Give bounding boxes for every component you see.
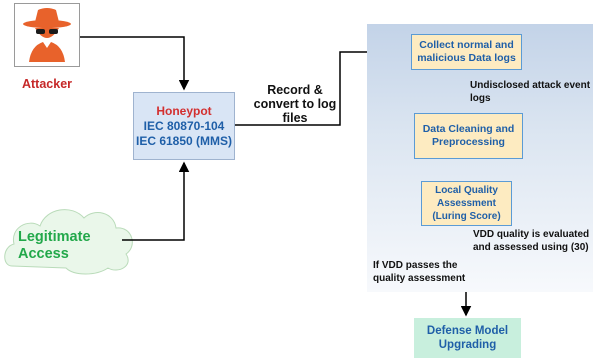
defense-model-box: Defense Model Upgrading — [414, 318, 521, 358]
record-label-line-3: files — [282, 111, 308, 125]
collect-line-2: malicious Data logs — [417, 52, 516, 64]
collect-logs-box: Collect normal and malicious Data logs — [411, 34, 522, 70]
quality-line-3: (Luring Score) — [432, 211, 501, 222]
record-convert-label: Record & convert to log files — [248, 83, 342, 125]
attacker-to-honeypot-arrow — [80, 36, 190, 91]
cloud-shape — [4, 209, 133, 275]
cleaning-line-2: Preprocessing — [432, 136, 505, 148]
collect-line-1: Collect normal and — [419, 39, 514, 51]
quality-assessment-box: Local Quality Assessment (Luring Score) — [421, 181, 512, 226]
legitimate-access-label: Legitimate Access — [18, 229, 91, 263]
attacker-label: Attacker — [21, 77, 73, 91]
cleaning-line-1: Data Cleaning and — [422, 123, 515, 135]
undisclosed-line-1: Undisclosed attack event — [470, 80, 591, 91]
honeypot-box: Honeypot IEC 80870-104 IEC 61850 (MMS) — [133, 92, 235, 160]
attacker-box — [14, 3, 80, 67]
spy-icon — [23, 8, 71, 62]
legitimate-line-1: Legitimate — [18, 229, 91, 245]
legitimate-to-honeypot-arrow — [122, 161, 190, 241]
quality-line-1: Local Quality — [435, 185, 498, 196]
defense-line-2: Upgrading — [438, 339, 497, 351]
quality-line-2: Assessment — [437, 198, 496, 209]
honeypot-protocol-2: IEC 61850 (MMS) — [135, 133, 233, 148]
undisclosed-logs-label: Undisclosed attack event logs — [470, 80, 590, 105]
vdd-evaluation-label: VDD quality is evaluated and assessed us… — [473, 229, 589, 254]
vdd-pass-line-1: If VDD passes the — [373, 260, 458, 271]
legitimate-line-2: Access — [18, 246, 69, 262]
vdd-eval-line-1: VDD quality is evaluated — [473, 229, 590, 240]
vdd-pass-label: If VDD passes the quality assessment — [373, 260, 465, 285]
data-cleaning-box: Data Cleaning and Preprocessing — [414, 113, 523, 159]
record-label-line-1: Record & — [267, 83, 323, 97]
undisclosed-line-2: logs — [470, 92, 491, 104]
honeypot-protocol-1: IEC 80870-104 — [143, 118, 225, 133]
vdd-eval-line-2: and assessed using (30) — [473, 241, 589, 253]
honeypot-title: Honeypot — [156, 103, 212, 118]
record-label-line-2: convert to log — [253, 97, 337, 111]
defense-line-1: Defense Model — [426, 325, 509, 337]
vdd-pass-line-2: quality assessment — [373, 272, 466, 284]
